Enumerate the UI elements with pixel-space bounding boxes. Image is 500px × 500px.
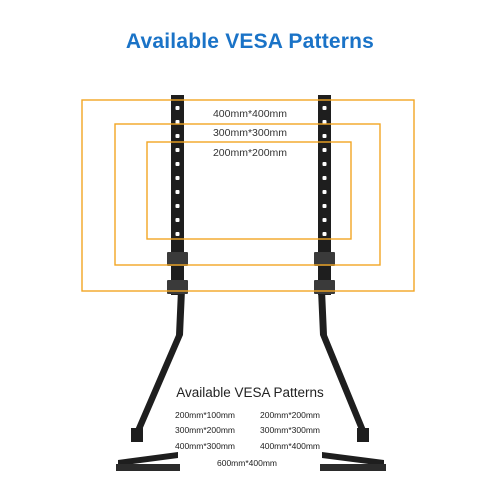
pattern-cell: 300mm*300mm bbox=[260, 425, 320, 435]
pattern-cell: 600mm*400mm bbox=[217, 458, 277, 468]
pattern-cell: 400mm*400mm bbox=[260, 441, 320, 451]
pattern-cell: 300mm*200mm bbox=[175, 425, 235, 435]
vesa-label-200: 200mm*200mm bbox=[212, 147, 288, 159]
vesa-label-400: 400mm*400mm bbox=[212, 108, 288, 120]
pattern-cell: 200mm*100mm bbox=[175, 410, 235, 420]
pattern-cell: 200mm*200mm bbox=[260, 410, 320, 420]
right-foot-base bbox=[320, 464, 386, 471]
patterns-table-title: Available VESA Patterns bbox=[176, 385, 324, 400]
right-foot-joint bbox=[357, 428, 369, 442]
left-foot-joint bbox=[131, 428, 143, 442]
vesa-frame-400 bbox=[81, 99, 415, 292]
right-stand-leg bbox=[318, 290, 366, 430]
left-foot bbox=[118, 452, 178, 466]
left-upright bbox=[171, 95, 184, 295]
page-title: Available VESA Patterns bbox=[125, 30, 375, 53]
height-clamps bbox=[167, 252, 335, 294]
pattern-cell: 400mm*300mm bbox=[175, 441, 235, 451]
vesa-label-300: 300mm*300mm bbox=[212, 127, 288, 139]
left-foot-base bbox=[116, 464, 180, 471]
vesa-frame-200 bbox=[146, 141, 352, 240]
right-upright bbox=[318, 95, 331, 295]
vesa-frame-300 bbox=[114, 123, 381, 266]
left-mounting-holes bbox=[175, 106, 180, 236]
left-stand-leg bbox=[135, 290, 185, 430]
right-mounting-holes bbox=[322, 106, 327, 236]
right-foot bbox=[322, 452, 384, 466]
